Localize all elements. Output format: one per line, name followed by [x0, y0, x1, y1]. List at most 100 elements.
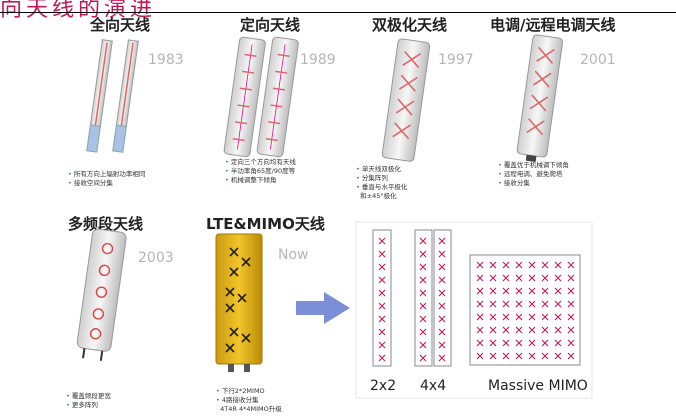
note-item: • 接收分集 [498, 179, 530, 187]
antenna-element-cross [515, 287, 523, 295]
year-1989: 1989 [300, 52, 336, 68]
antenna-element-cross [489, 300, 497, 308]
antenna-element-cross [541, 261, 549, 269]
note-item: • 半功率角65度/90度等 [225, 167, 296, 175]
antenna-element-cross [528, 339, 536, 347]
antenna-element-cross [554, 300, 562, 308]
dual-polar-antenna-icon [381, 38, 431, 162]
antenna-element-cross [489, 339, 497, 347]
mimo-2x2-array [372, 229, 392, 367]
antenna-element-cross [541, 313, 549, 321]
antenna-element-cross [567, 313, 575, 321]
antenna-element-cross [489, 352, 497, 360]
section-title-multiband: 多频段天线 [68, 215, 144, 233]
antenna-element-cross [515, 274, 523, 282]
mimo-frame [355, 221, 593, 399]
antenna-element-cross [541, 274, 549, 282]
antenna-element-cross [502, 261, 510, 269]
antenna-element-cross [502, 326, 510, 334]
page-title: 向天线的演进 [0, 0, 157, 22]
multiband-antenna-icon [76, 228, 127, 361]
antenna-element-cross [567, 326, 575, 334]
antenna-element-cross [476, 274, 484, 282]
notes-omni: • 所有方向上辐射功率相同 • 接收空间分集 [68, 170, 145, 188]
year-now: Now [278, 247, 309, 263]
antenna-element-cross [515, 339, 523, 347]
note-item: • 定向三个方向均有天线 [225, 158, 296, 166]
antenna-element-cross [528, 352, 536, 360]
notes-dual-polar: • 单天线双极化 • 分集阵列 • 垂直与水平极化 和±45°极化 [356, 165, 407, 201]
electrical-tilt-antenna-icon [516, 34, 564, 163]
antenna-element-cross [554, 339, 562, 347]
antenna-element-cross [502, 352, 510, 360]
label-massive-mimo: Massive MIMO [488, 378, 588, 394]
antenna-element-cross [567, 352, 575, 360]
year-2003: 2003 [138, 250, 174, 266]
year-2001: 2001 [580, 52, 616, 68]
antenna-element-cross [567, 274, 575, 282]
antenna-element-cross [554, 352, 562, 360]
antenna-element-cross [554, 313, 562, 321]
antenna-element-cross [515, 352, 523, 360]
antenna-element-cross [476, 261, 484, 269]
antenna-element-cross [502, 339, 510, 347]
note-item: • 分集阵列 [356, 174, 388, 182]
antenna-element-cross [567, 300, 575, 308]
antenna-element-cross [528, 300, 536, 308]
antenna-element-cross [528, 287, 536, 295]
antenna-element-cross [489, 261, 497, 269]
notes-lte-mimo: • 下行2*2MIMO • 4路接收分集 4T4R 4*4MIMO升级 [216, 387, 282, 414]
antenna-element-cross [515, 326, 523, 334]
note-item: • 下行2*2MIMO [216, 387, 265, 395]
note-item: • 接收空间分集 [68, 179, 113, 187]
antenna-element-cross [502, 300, 510, 308]
arrow-right-icon [296, 292, 350, 324]
note-item: 4T4R 4*4MIMO升级 [220, 405, 282, 413]
section-title-dual-polar: 双极化天线 [372, 16, 448, 34]
note-item: • 垂直与水平极化 [356, 183, 408, 191]
antenna-element-cross [554, 326, 562, 334]
note-item: • 单天线双极化 [356, 165, 401, 173]
antenna-element-cross [502, 287, 510, 295]
antenna-element-cross [476, 313, 484, 321]
notes-electrical-tilt: • 覆盖优于机械调下倾角 • 远程电调、避免爬塔 • 接收分集 [498, 161, 569, 188]
notes-multiband: • 覆盖频段更宽 • 更多阵列 [66, 392, 111, 410]
antenna-element-cross [489, 326, 497, 334]
directional-antenna-icon [223, 36, 299, 158]
antenna-element-cross [528, 326, 536, 334]
massive-mimo-array-border [469, 254, 581, 366]
antenna-element-cross [528, 261, 536, 269]
header-divider [0, 12, 676, 13]
antenna-element-cross [567, 339, 575, 347]
antenna-element-cross [489, 287, 497, 295]
antenna-element-cross [502, 313, 510, 321]
notes-directional: • 定向三个方向均有天线 • 半功率角65度/90度等 • 机械调整下倾角 [225, 158, 296, 185]
antenna-element-cross [528, 313, 536, 321]
year-1983: 1983 [148, 52, 184, 68]
antenna-element-cross [554, 287, 562, 295]
section-title-electrical-tilt: 电调/远程电调天线 [490, 16, 616, 34]
section-title-lte-mimo: LTE&MIMO天线 [206, 215, 325, 233]
antenna-element-cross [541, 352, 549, 360]
antenna-element-cross [476, 287, 484, 295]
antenna-element-cross [476, 339, 484, 347]
section-title-omni: 全向天线 [90, 16, 151, 34]
antenna-element-cross [554, 274, 562, 282]
antenna-element-cross [476, 326, 484, 334]
antenna-element-cross [567, 261, 575, 269]
antenna-element-cross [476, 300, 484, 308]
note-item: 和±45°极化 [360, 192, 397, 200]
antenna-element-cross [489, 313, 497, 321]
note-item: • 更多阵列 [66, 401, 98, 409]
antenna-element-cross [567, 287, 575, 295]
antenna-element-cross [528, 274, 536, 282]
note-item: • 所有方向上辐射功率相同 [68, 170, 146, 178]
lte-mimo-antenna-icon [215, 233, 263, 372]
note-item: • 覆盖优于机械调下倾角 [498, 161, 569, 169]
note-item: • 4路接收分集 [216, 396, 259, 404]
antenna-element-cross [554, 261, 562, 269]
antenna-element-cross [515, 261, 523, 269]
note-item: • 机械调整下倾角 [225, 176, 277, 184]
label-2x2: 2x2 [370, 378, 397, 394]
massive-mimo-array [476, 261, 575, 360]
